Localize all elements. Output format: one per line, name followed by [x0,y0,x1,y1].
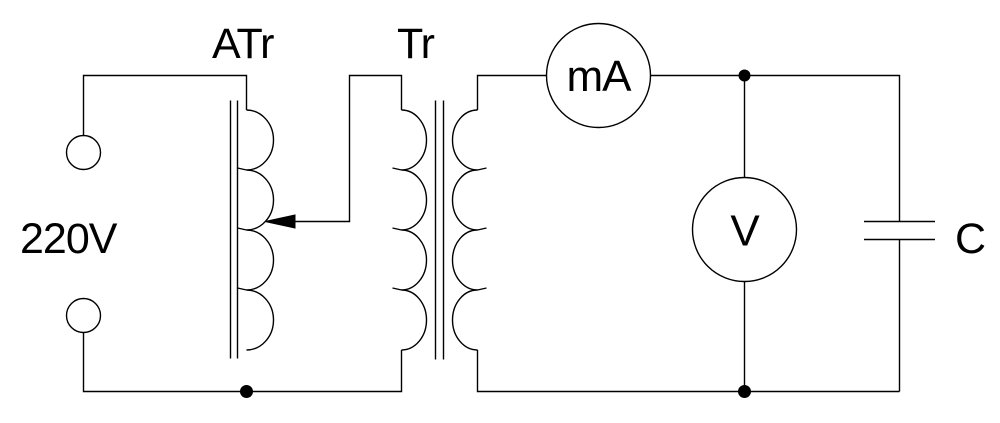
transformer-secondary-cusp-ticks [477,167,487,291]
transformer-primary-cusp-ticks [392,167,402,291]
milliammeter: mA [476,22,901,222]
autotransformer-core [229,100,239,359]
secondary-top-wire [476,74,547,110]
capacitor: C [864,215,986,392]
source-bottom-lead-wire [82,332,403,393]
milliammeter-label: mA [567,52,633,101]
junction-dot-bottom-left [240,385,253,398]
autotransformer-label: ATr [212,20,274,68]
voltmeter: V [691,75,798,392]
junction-dot-bottom-right [738,385,751,398]
tap-wire [293,74,403,223]
bottom-right-rail-wire [476,350,900,393]
autotransformer: ATr [212,20,275,359]
capacitor-label: C [955,215,985,263]
transformer-core [434,100,445,360]
junction-dot-top-right [738,69,751,82]
autotransformer-winding [246,109,275,351]
source-top-lead-wire [82,74,248,136]
autotransformer-winding-cusp-ticks [237,167,247,291]
ac-source: 220V [20,74,403,393]
source-terminal-top [65,134,102,171]
source-terminal-bottom [65,297,102,334]
transformer: Tr [392,20,487,360]
transformer-primary-winding [401,109,428,351]
source-voltage-label: 220V [20,215,118,263]
transformer-label: Tr [397,20,435,68]
top-right-rail-wire [650,74,901,222]
tap-connection [264,74,403,229]
voltmeter-label: V [730,207,760,256]
transformer-secondary-winding [451,109,478,351]
